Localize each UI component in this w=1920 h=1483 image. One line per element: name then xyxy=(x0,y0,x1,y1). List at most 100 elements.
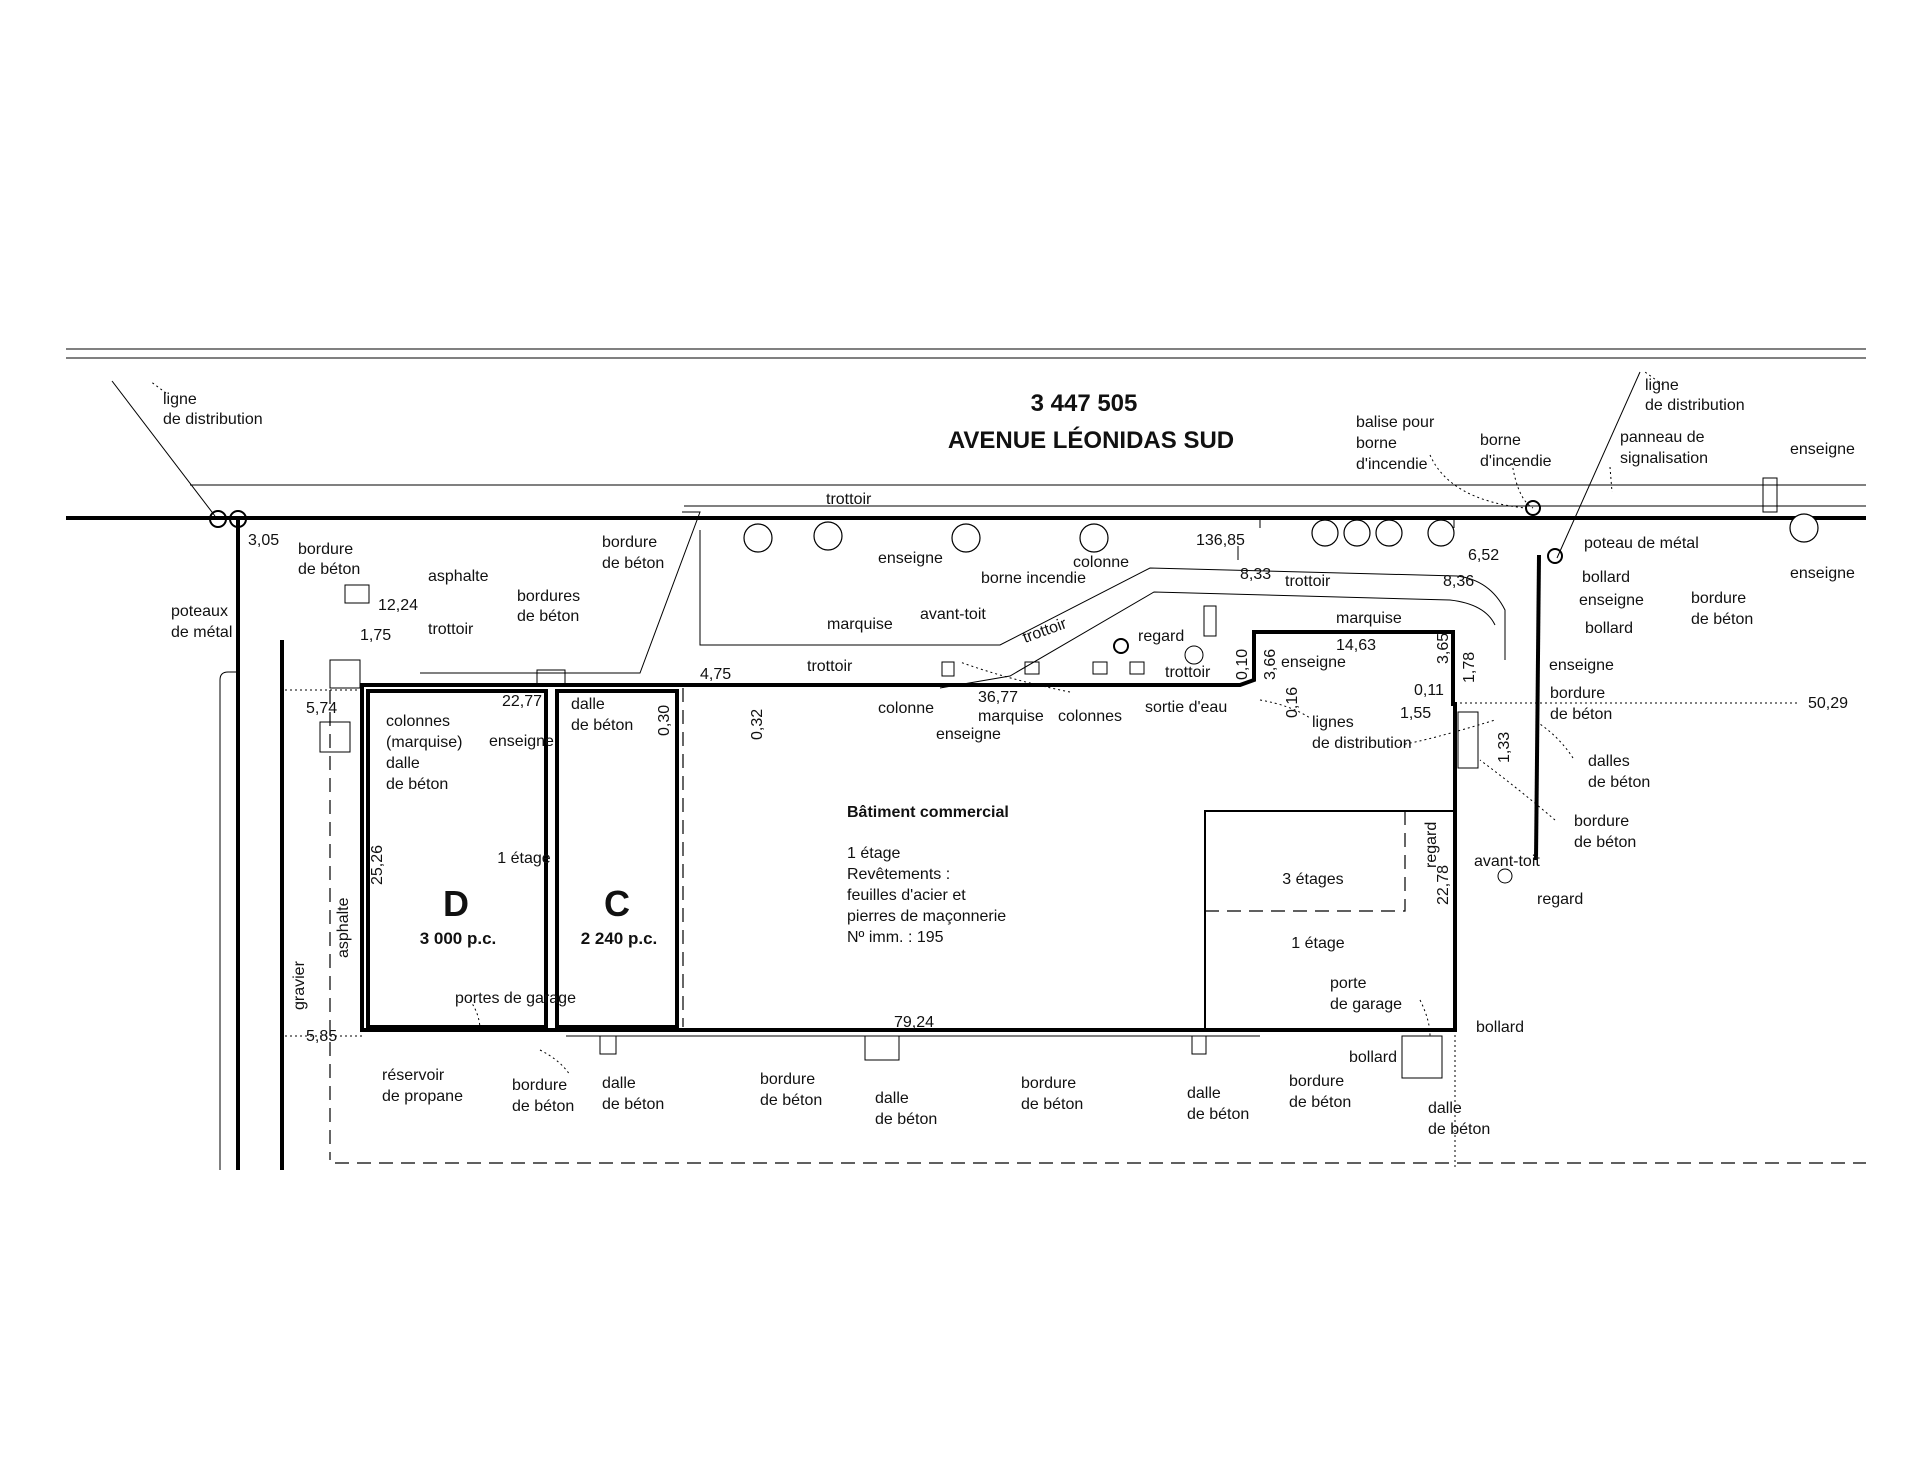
dimension-label: 12,24 xyxy=(378,597,418,614)
street-name: AVENUE LÉONIDAS SUD xyxy=(948,426,1234,454)
label-bordure: bordure xyxy=(512,1077,567,1094)
unit-d-area: 3 000 p.c. xyxy=(420,929,497,948)
label-portes-garage: portes de garage xyxy=(455,990,576,1007)
label-de-beton: de béton xyxy=(602,555,664,572)
label-dalles: dalles xyxy=(1588,753,1630,770)
concrete-slab xyxy=(1457,711,1479,769)
tree-icon xyxy=(813,521,843,551)
pole-icon xyxy=(209,510,227,528)
label-bordure: bordure xyxy=(760,1071,815,1088)
label-avant-toit: avant-toit xyxy=(920,606,986,623)
label-marquise-right: marquise xyxy=(1336,610,1402,627)
leader-line xyxy=(959,661,1071,693)
dimension-label: 5,74 xyxy=(306,700,337,717)
label-avant-toit: avant-toit xyxy=(1474,853,1540,870)
lot-number: 3 447 505 xyxy=(1031,390,1138,417)
building-cladding-1: feuilles d'acier et xyxy=(847,887,966,904)
dimension-label: 1,33 xyxy=(1496,732,1513,763)
label-de-beton: de béton xyxy=(1289,1094,1351,1111)
unit-c-outline xyxy=(555,689,679,1029)
label-sortie-eau: sortie d'eau xyxy=(1145,699,1227,716)
label-de-beton: de béton xyxy=(875,1111,937,1128)
manhole-icon xyxy=(1184,645,1204,665)
dimension-label: 0,16 xyxy=(1284,687,1301,718)
three-storey-outline xyxy=(1205,811,1406,912)
concrete-slab xyxy=(1401,1035,1443,1079)
label-colonne: colonne xyxy=(878,700,934,717)
building-floors: 1 étage xyxy=(847,845,900,862)
label-gravier: gravier xyxy=(291,960,308,1010)
dimension-label: 8,36 xyxy=(1443,573,1474,590)
dimension-label: 0,32 xyxy=(749,709,766,740)
dimension-label: 1,75 xyxy=(360,627,391,644)
tree-icon xyxy=(743,523,773,553)
label-bollard: bollard xyxy=(1582,569,1630,586)
leader-line xyxy=(1511,462,1534,509)
label-enseigne: enseigne xyxy=(1549,657,1614,674)
label-de-garage: de garage xyxy=(1330,996,1402,1013)
dimension-label: 8,33 xyxy=(1240,566,1271,583)
label-lignes: lignes xyxy=(1312,714,1354,731)
canopy-line xyxy=(939,591,1496,689)
sidewalk-diagonal xyxy=(699,530,1458,646)
label-bollard: bollard xyxy=(1585,620,1633,637)
label-de-beton: de béton xyxy=(1588,774,1650,791)
building-title: Bâtiment commercial xyxy=(847,804,1009,821)
concrete-slab xyxy=(1191,1035,1207,1055)
label-de-beton: de béton xyxy=(602,1096,664,1113)
unit-d-floors: 1 étage xyxy=(497,850,550,867)
dimension-label: 0,11 xyxy=(1414,682,1444,699)
pole-icon xyxy=(1547,548,1563,564)
label-enseigne: enseigne xyxy=(1281,654,1346,671)
dimension-label: 14,63 xyxy=(1336,637,1376,654)
label-dalle: dalle xyxy=(1187,1085,1221,1102)
label-dincendie: d'incendie xyxy=(1480,453,1552,470)
concrete-slab xyxy=(319,721,351,753)
label-dalle: dalle xyxy=(571,696,605,713)
annex-one-storey: 1 étage xyxy=(1291,935,1344,952)
leader-line xyxy=(1644,371,1664,386)
concrete-slab xyxy=(864,1035,900,1061)
label-de-distribution: de distribution xyxy=(1645,397,1745,414)
label-enseigne: enseigne xyxy=(878,550,943,567)
label-de-beton: de béton xyxy=(1691,611,1753,628)
label-colonne: colonne xyxy=(1073,554,1129,571)
annex-three-storeys: 3 étages xyxy=(1282,871,1343,888)
label-marquise: marquise xyxy=(978,708,1044,725)
label-de-beton: de béton xyxy=(571,717,633,734)
label-enseigne: enseigne xyxy=(936,726,1001,743)
label-enseigne: enseigne xyxy=(1579,592,1644,609)
label-de-beton: de béton xyxy=(1021,1096,1083,1113)
sidewalk-curve xyxy=(1456,575,1506,660)
distribution-line-left xyxy=(111,380,216,517)
label-trottoir-front: trottoir xyxy=(807,658,853,675)
dimension-label: 22,78 xyxy=(1435,865,1452,905)
unit-c-letter: C xyxy=(604,883,630,924)
dimension-label: 6,52 xyxy=(1468,547,1499,564)
label-balise: balise pour xyxy=(1356,414,1435,431)
leader-line xyxy=(1399,719,1496,746)
label-regard: regard xyxy=(1138,628,1184,645)
curb-outline xyxy=(420,511,701,674)
dimension-label: 3,65 xyxy=(1435,633,1452,664)
label-colonnes: colonnes xyxy=(386,713,450,730)
leader-line xyxy=(1429,454,1526,509)
leader-line xyxy=(1539,723,1574,759)
dimension-label: 0,30 xyxy=(656,705,673,736)
label-de-beton: de béton xyxy=(1187,1106,1249,1123)
label-colonnes: colonnes xyxy=(1058,708,1122,725)
label-enseigne: enseigne xyxy=(1790,565,1855,582)
label-bordure: bordure xyxy=(602,534,657,551)
label-bordures: bordures xyxy=(517,588,580,605)
label-borne: borne xyxy=(1356,435,1397,452)
dimension-label: 3,66 xyxy=(1262,649,1279,680)
label-marquise-paren: (marquise) xyxy=(386,734,462,751)
label-bordure: bordure xyxy=(1691,590,1746,607)
label-reservoir: réservoir xyxy=(382,1067,445,1084)
label-dalle: dalle xyxy=(602,1075,636,1092)
label-marquise: marquise xyxy=(827,616,893,633)
unit-d-outline xyxy=(366,689,548,1029)
unit-d-letter: D xyxy=(443,883,469,924)
tree-icon xyxy=(1375,519,1403,547)
leader-line xyxy=(1419,999,1431,1037)
